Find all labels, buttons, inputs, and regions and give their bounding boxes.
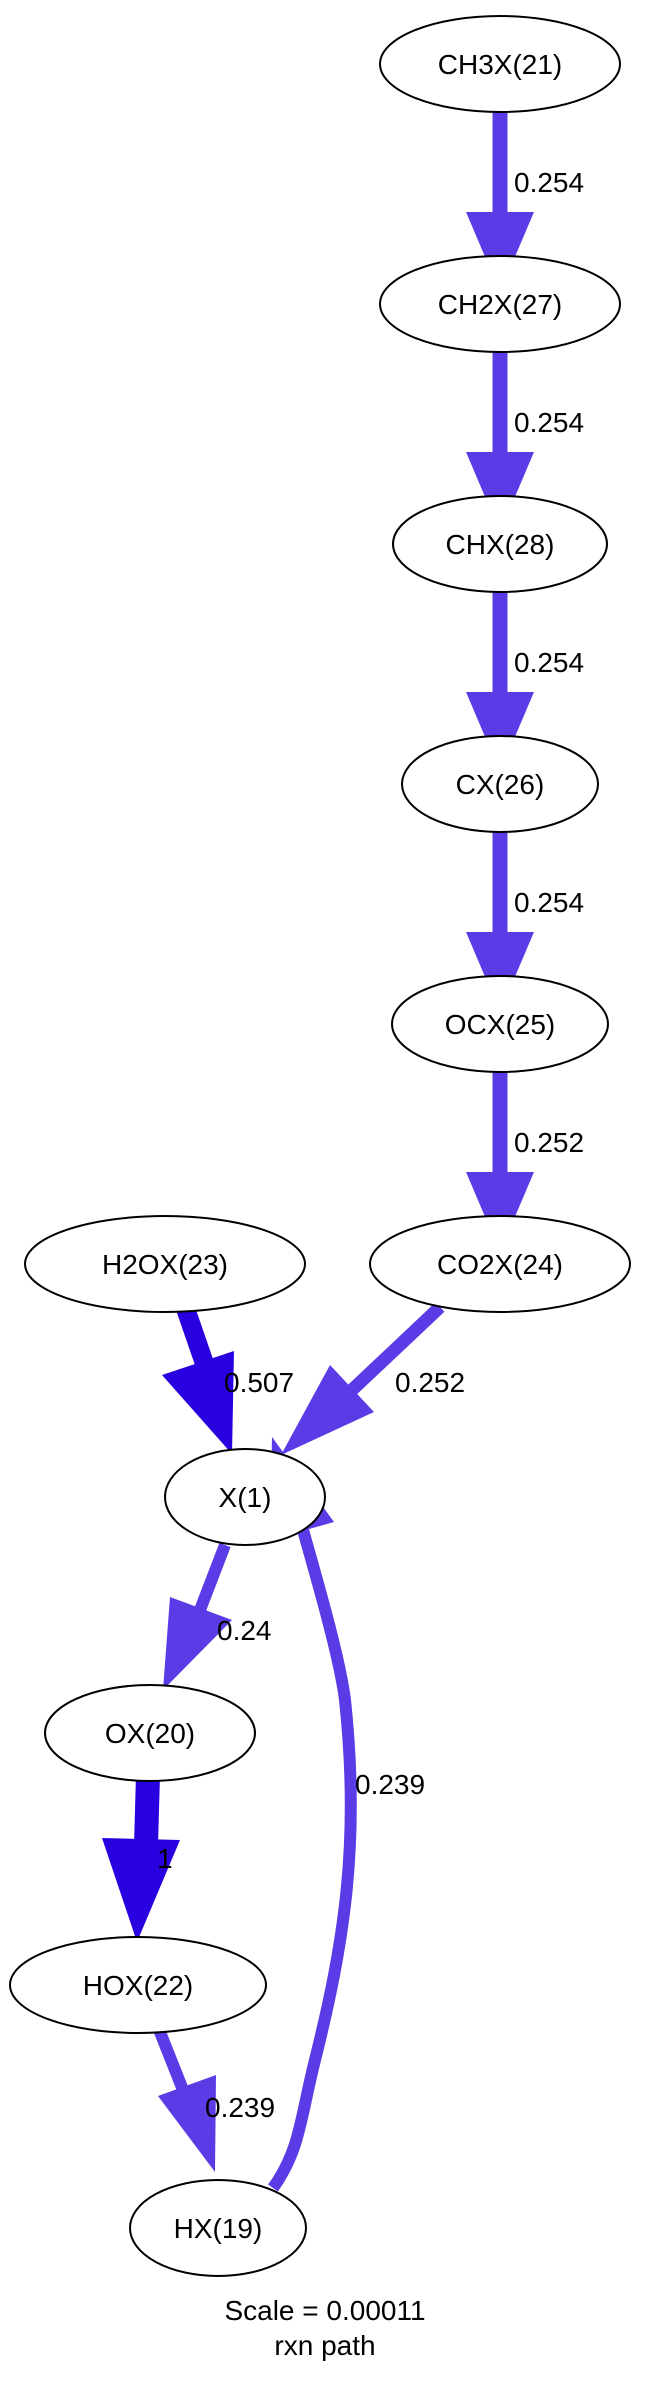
edge-line <box>176 1303 214 1369</box>
edge-co2x-x: 0.252 <box>281 1302 465 1455</box>
arrowhead <box>466 1172 534 1252</box>
node-ch3x[interactable]: CH3X(21) <box>379 15 621 113</box>
edge-line <box>268 1528 357 2192</box>
node-shape <box>129 2179 307 2277</box>
arrowhead <box>162 1351 234 1454</box>
node-x[interactable]: X(1) <box>164 1448 326 1546</box>
node-shape <box>44 1684 256 1782</box>
edge-h2ox-x: 0.507 <box>162 1303 294 1454</box>
edge-label-co2x-x: 0.252 <box>395 1367 465 1398</box>
node-label: CHX(28) <box>446 529 555 560</box>
edge-ox-hox: 1 <box>102 1774 180 1942</box>
arrowhead <box>466 452 534 532</box>
node-shape <box>379 255 621 353</box>
arrowhead <box>158 2075 216 2172</box>
arrowhead <box>102 1838 180 1942</box>
edge-chx-cx: 0.254 <box>466 592 584 772</box>
edge-line <box>152 2024 191 2098</box>
node-hx[interactable]: HX(19) <box>129 2179 307 2277</box>
node-hox[interactable]: HOX(22) <box>9 1936 267 2034</box>
edge-x-ox: 0.24 <box>163 1542 272 1690</box>
edge-line <box>347 1302 445 1395</box>
node-label: OX(20) <box>105 1718 195 1749</box>
node-label: CH3X(21) <box>438 49 562 80</box>
node-shape <box>164 1448 326 1546</box>
node-label: HOX(22) <box>83 1970 193 2001</box>
edge-ocx-co2x: 0.252 <box>466 1072 584 1252</box>
arrowhead <box>163 1597 232 1690</box>
arrowhead <box>281 1365 374 1455</box>
node-label: CH2X(27) <box>438 289 562 320</box>
edge-label-hox-hx: 0.239 <box>205 2092 275 2123</box>
node-shape <box>9 1936 267 2034</box>
node-chx[interactable]: CHX(28) <box>392 495 608 593</box>
edge-line <box>134 1774 160 1846</box>
diagram-subtitle: rxn path <box>274 2330 375 2361</box>
node-shape <box>391 975 609 1073</box>
node-shape <box>401 735 599 833</box>
node-label: H2OX(23) <box>102 1249 228 1280</box>
node-co2x[interactable]: CO2X(24) <box>369 1215 631 1313</box>
arrowhead <box>466 932 534 1012</box>
node-cx[interactable]: CX(26) <box>401 735 599 833</box>
edge-label-ch3x-ch2x: 0.254 <box>514 167 584 198</box>
node-label: X(1) <box>219 1482 272 1513</box>
node-label: CO2X(24) <box>437 1249 563 1280</box>
scale-caption: Scale = 0.00011 <box>224 2295 425 2326</box>
node-shape <box>379 15 621 113</box>
node-shape <box>24 1215 306 1313</box>
node-h2ox[interactable]: H2OX(23) <box>24 1215 306 1313</box>
node-ox[interactable]: OX(20) <box>44 1684 256 1782</box>
edge-ch3x-ch2x: 0.254 <box>466 112 584 292</box>
node-label: HX(19) <box>174 2213 263 2244</box>
edge-label-chx-cx: 0.254 <box>514 647 584 678</box>
node-ch2x[interactable]: CH2X(27) <box>379 255 621 353</box>
edge-label-h2ox-x: 0.507 <box>224 1367 294 1398</box>
node-ocx[interactable]: OCX(25) <box>391 975 609 1073</box>
edge-ch2x-chx: 0.254 <box>466 352 584 532</box>
arrowhead <box>466 212 534 292</box>
edge-line <box>194 1542 231 1613</box>
edge-cx-ocx: 0.254 <box>466 832 584 1012</box>
edge-label-ocx-co2x: 0.252 <box>514 1127 584 1158</box>
edge-label-ox-hox: 1 <box>157 1843 173 1874</box>
node-shape <box>392 495 608 593</box>
edge-hox-hx: 0.239 <box>152 2024 275 2172</box>
node-shape <box>369 1215 631 1313</box>
node-label: OCX(25) <box>445 1009 555 1040</box>
edge-label-hx-x: 0.239 <box>355 1769 425 1800</box>
edge-label-cx-ocx: 0.254 <box>514 887 584 918</box>
arrowhead <box>466 692 534 772</box>
node-label: CX(26) <box>456 769 545 800</box>
edge-label-x-ox: 0.24 <box>217 1615 272 1646</box>
edge-label-ch2x-chx: 0.254 <box>514 407 584 438</box>
edge-hx-x: 0.239 <box>268 1437 425 2192</box>
